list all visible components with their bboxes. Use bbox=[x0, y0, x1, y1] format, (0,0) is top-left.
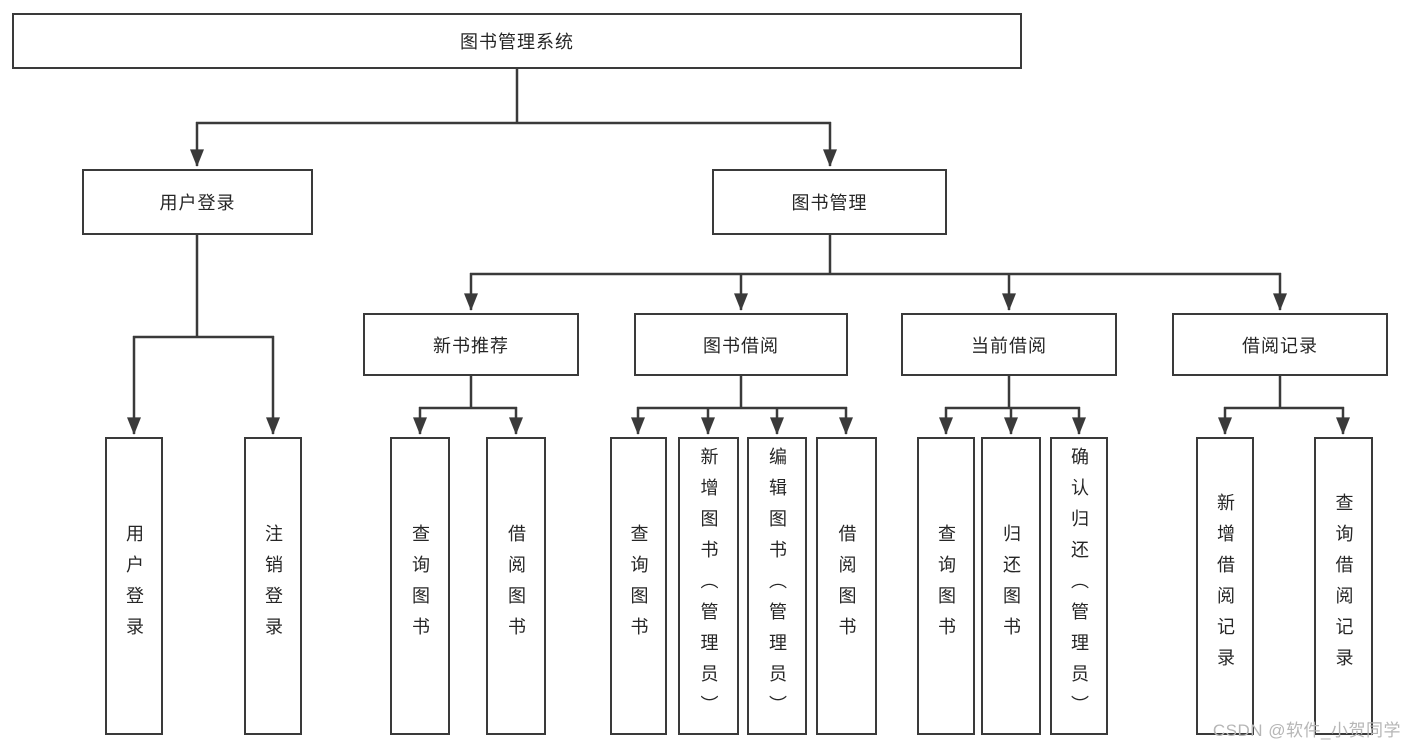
node-add-borrow-record: 新增借阅记录 bbox=[1196, 437, 1254, 735]
node-library-system: 图书管理系统 bbox=[12, 13, 1022, 69]
node-label: 用户登录 bbox=[124, 524, 144, 648]
node-label: 新增借阅记录 bbox=[1215, 493, 1235, 679]
node-return-books: 归还图书 bbox=[981, 437, 1041, 735]
node-label: 新增图书（管理员） bbox=[698, 446, 719, 726]
node-edit-books-admin: 编辑图书（管理员） bbox=[747, 437, 807, 735]
node-label: 归还图书 bbox=[1001, 524, 1021, 648]
connector-group bbox=[127, 69, 1350, 435]
node-label: 用户登录 bbox=[159, 193, 236, 213]
node-label: 查询图书 bbox=[410, 524, 430, 648]
node-borrowing-query-books: 查询图书 bbox=[610, 437, 667, 735]
node-label: 借阅图书 bbox=[506, 524, 526, 648]
node-recommend-query-books: 查询图书 bbox=[390, 437, 450, 735]
node-label: 借阅图书 bbox=[836, 524, 857, 648]
node-user-login: 用户登录 bbox=[105, 437, 163, 735]
node-book-management: 图书管理 bbox=[712, 169, 947, 235]
node-label: 图书管理 bbox=[791, 193, 868, 213]
node-borrowing-records: 借阅记录 bbox=[1172, 313, 1388, 376]
node-borrowing-borrow-books: 借阅图书 bbox=[816, 437, 877, 735]
node-recommend-borrow-books: 借阅图书 bbox=[486, 437, 546, 735]
node-current-query-books: 查询图书 bbox=[917, 437, 975, 735]
node-label: 当前借阅 bbox=[971, 335, 1047, 356]
node-new-book-recommend: 新书推荐 bbox=[363, 313, 579, 376]
node-query-borrow-record: 查询借阅记录 bbox=[1314, 437, 1373, 735]
node-label: 图书借阅 bbox=[703, 335, 779, 356]
node-book-borrowing: 图书借阅 bbox=[634, 313, 848, 376]
node-confirm-return-admin: 确认归还（管理员） bbox=[1050, 437, 1108, 735]
node-current-borrowing: 当前借阅 bbox=[901, 313, 1117, 376]
node-label: 查询图书 bbox=[628, 524, 649, 648]
node-user-login-branch: 用户登录 bbox=[82, 169, 313, 235]
node-label: 查询借阅记录 bbox=[1333, 493, 1354, 679]
node-label: 查询图书 bbox=[936, 524, 956, 648]
node-label: 图书管理系统 bbox=[460, 32, 574, 52]
node-add-books-admin: 新增图书（管理员） bbox=[678, 437, 739, 735]
node-label: 确认归还（管理员） bbox=[1069, 446, 1089, 726]
node-label: 编辑图书（管理员） bbox=[767, 446, 787, 726]
node-logout: 注销登录 bbox=[244, 437, 302, 735]
csdn-watermark: CSDN @软件_小贺同学 bbox=[1212, 721, 1401, 740]
node-label: 新书推荐 bbox=[433, 335, 509, 356]
node-label: 借阅记录 bbox=[1242, 335, 1318, 356]
node-label: 注销登录 bbox=[263, 524, 283, 648]
